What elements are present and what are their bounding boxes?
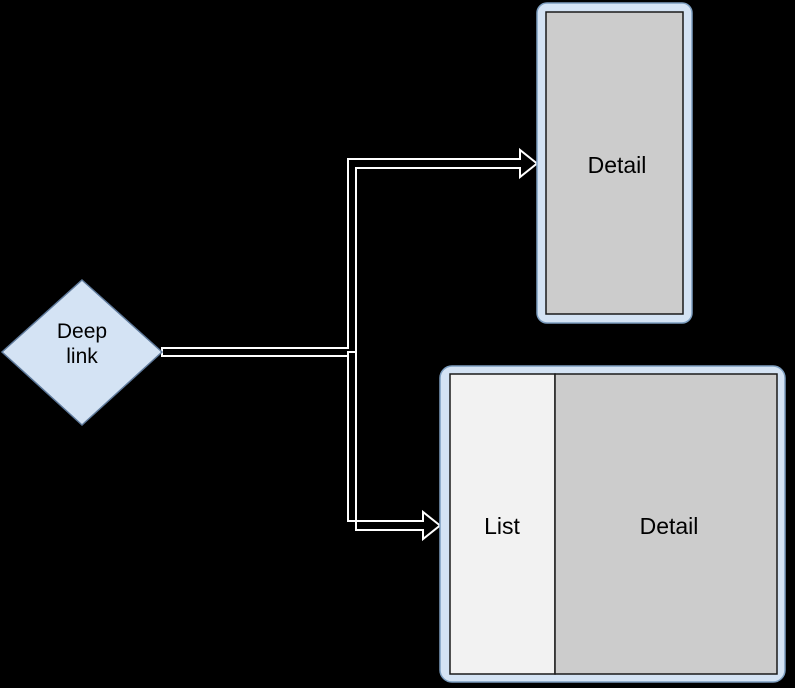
edge-deep-link-to-tablet[interactable] xyxy=(347,351,442,542)
tablet-list-pane xyxy=(449,373,556,675)
tablet-detail-pane xyxy=(554,373,778,675)
phone-detail-pane xyxy=(545,11,684,315)
node-phone-detail[interactable] xyxy=(536,2,693,324)
node-tablet-list-detail[interactable] xyxy=(439,365,786,683)
edge-deep-link-to-phone-detail[interactable] xyxy=(161,147,539,357)
node-deep-link[interactable] xyxy=(0,278,164,427)
